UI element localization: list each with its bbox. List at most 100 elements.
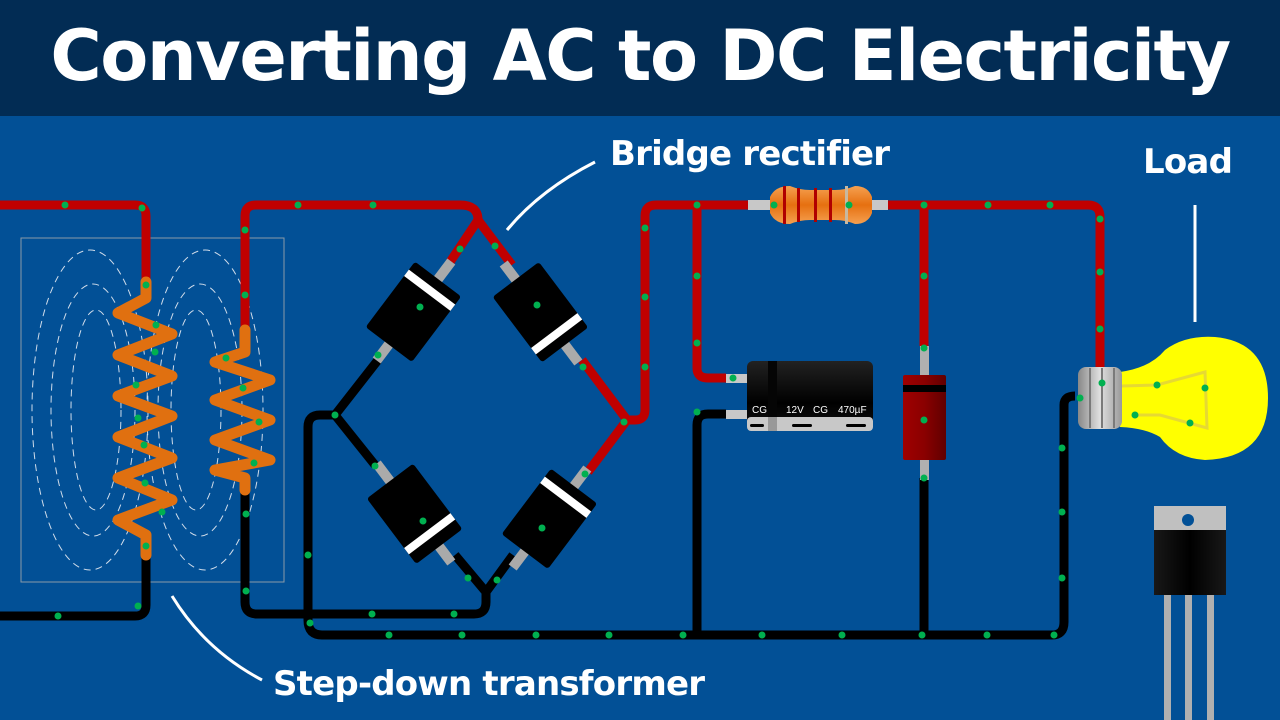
electron-dot [458, 631, 466, 639]
electron-dot [242, 587, 250, 595]
electron-dot [132, 381, 140, 389]
electron-dot [152, 321, 160, 329]
electron-dot [222, 354, 230, 362]
secondary-bottom-wire [240, 490, 491, 619]
electron-dot [306, 619, 314, 627]
electron-dot [605, 631, 613, 639]
bridge-left-wire [330, 357, 382, 468]
primary-bottom-wire [0, 555, 151, 621]
load-label: Load [1143, 142, 1233, 182]
diode-top-right [493, 260, 588, 366]
electron-dot [620, 418, 628, 426]
bridge-rectifier [366, 258, 597, 571]
electron-dot [419, 517, 427, 525]
electron-dot [134, 414, 142, 422]
electron-dots [54, 201, 1209, 639]
light-bulb [1078, 336, 1268, 460]
electron-dot [1046, 201, 1054, 209]
electron-dot [770, 201, 778, 209]
electron-dot [533, 301, 541, 309]
electron-dot [138, 204, 146, 212]
bridge-bottom-left-wire [451, 552, 490, 595]
capacitor-marking-1: CG [752, 405, 767, 416]
zener-diode [903, 346, 946, 480]
electron-dot [920, 474, 928, 482]
electron-dot [1058, 574, 1066, 582]
electron-dot [729, 374, 737, 382]
electron-dot [693, 272, 701, 280]
capacitor-positive-wire [692, 205, 726, 383]
electron-dot [142, 281, 150, 289]
bridge-rectifier-label: Bridge rectifier [610, 134, 890, 174]
electron-dot [984, 201, 992, 209]
bulb-filament [1121, 370, 1209, 430]
electron-dot [464, 574, 472, 582]
electron-dot [140, 441, 148, 449]
resistor [748, 186, 888, 224]
electron-dot [371, 462, 379, 470]
electron-dot [581, 470, 589, 478]
electron-dot [1096, 215, 1104, 223]
electron-dot [491, 242, 499, 250]
electron-dot [1058, 444, 1066, 452]
electron-dot [920, 344, 928, 352]
electron-dot [61, 201, 69, 209]
electron-dot [1098, 379, 1106, 387]
secondary-coil [209, 324, 276, 496]
electron-dot [304, 551, 312, 559]
capacitor-negative-wire [692, 409, 726, 635]
transformer-label: Step-down transformer [273, 664, 705, 704]
electron-dot [294, 201, 302, 209]
electron-dot [151, 348, 159, 356]
electron-dot [241, 226, 249, 234]
electron-dot [1096, 268, 1104, 276]
bridge-right-wire [578, 357, 632, 475]
electron-dot [920, 201, 928, 209]
electron-dot [1076, 394, 1084, 402]
electron-dot [845, 201, 853, 209]
capacitor-marking-2: 12V [786, 405, 804, 416]
electron-dot [1050, 631, 1058, 639]
electron-dot [141, 479, 149, 487]
capacitor: CG 12V CG 470µF [726, 361, 873, 431]
electron-dot [983, 631, 991, 639]
electron-dot [693, 408, 701, 416]
electron-dot [1201, 384, 1209, 392]
electron-dot [538, 524, 546, 532]
load-positive-wire [886, 200, 1105, 375]
electron-dot [920, 416, 928, 424]
page-title: Converting AC to DC Electricity [50, 15, 1231, 97]
diode-bottom-right [502, 465, 597, 571]
electron-dot [241, 291, 249, 299]
electron-dot [679, 631, 687, 639]
electron-dot [920, 272, 928, 280]
electron-dot [142, 542, 150, 550]
electron-dot [368, 610, 376, 618]
electron-dot [1153, 381, 1161, 389]
bridge-rectifier-pointer [505, 160, 596, 231]
electron-dot [641, 293, 649, 301]
transformer-pointer [170, 595, 263, 682]
electron-dot [158, 508, 166, 516]
primary-top-wire [0, 200, 151, 282]
electron-dot [693, 339, 701, 347]
capacitor-marking-3: CG [813, 405, 828, 416]
dc-positive-wire [627, 200, 752, 425]
electron-dot [641, 363, 649, 371]
electron-dot [385, 631, 393, 639]
electron-dot [416, 303, 424, 311]
diode-top-left [366, 258, 461, 364]
electron-dot [450, 610, 458, 618]
electron-dot [456, 245, 464, 253]
electron-dot [838, 631, 846, 639]
electron-dot [1131, 411, 1139, 419]
electron-dot [134, 602, 142, 610]
electron-dot [493, 576, 501, 584]
electron-dot [239, 384, 247, 392]
negative-wires [0, 357, 1076, 640]
electron-dot [369, 201, 377, 209]
electron-dot [250, 459, 258, 467]
dc-negative-wire [303, 391, 1076, 640]
electron-dot [374, 351, 382, 359]
electron-dot [1058, 508, 1066, 516]
